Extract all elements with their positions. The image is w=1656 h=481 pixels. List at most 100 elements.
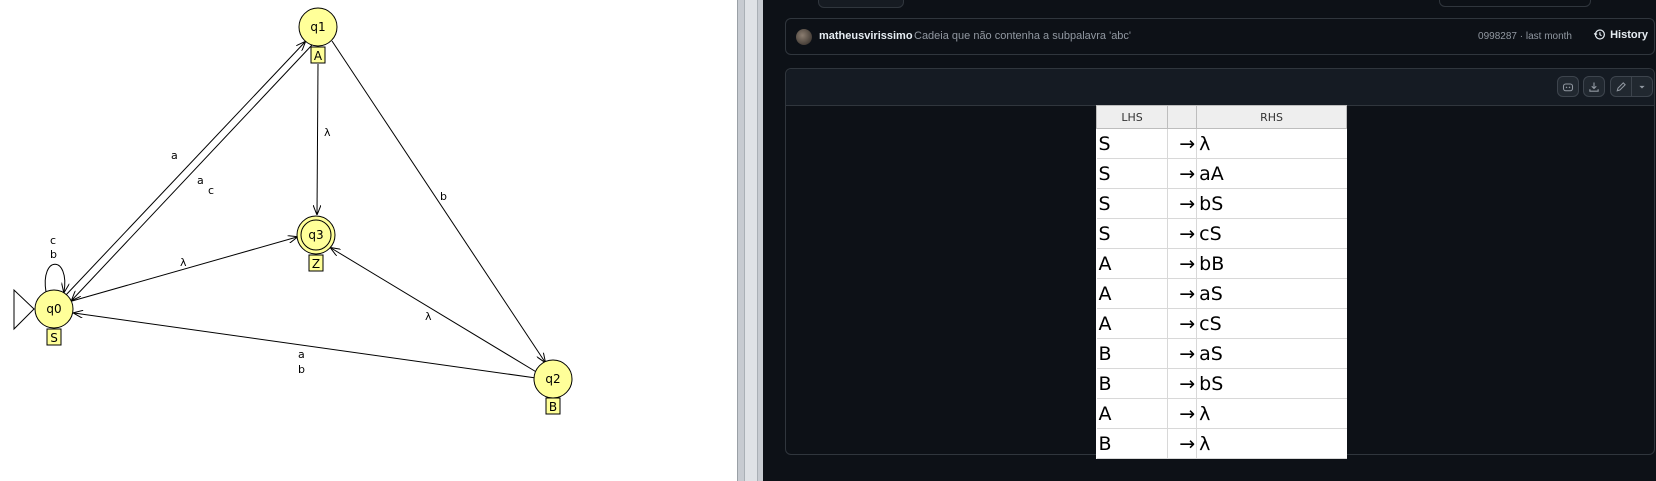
grammar-row: S→aA	[1096, 158, 1347, 189]
label-q2-q0-a: a	[298, 348, 305, 361]
state-q1-name: q1	[310, 20, 325, 34]
arrow-cell: →	[1167, 128, 1198, 159]
state-q0-tag: S	[50, 331, 58, 345]
edge-q0-q1	[64, 42, 305, 297]
rhs-cell: bS	[1196, 188, 1347, 219]
label-q2-q3: λ	[425, 310, 432, 323]
lhs-header: LHS	[1095, 105, 1169, 129]
lhs-cell: S	[1096, 188, 1169, 219]
arrow-cell: →	[1167, 278, 1198, 309]
arrow-cell: →	[1167, 218, 1198, 249]
lhs-cell: A	[1096, 398, 1169, 429]
rhs-cell: aA	[1196, 158, 1347, 189]
label-q1-q0-a: a	[197, 174, 204, 187]
triangle-down-icon	[1639, 85, 1645, 88]
automaton-canvas: a a c λ b c b λ λ a b q1 A q3 Z q0	[0, 0, 737, 481]
history-label: History	[1610, 28, 1648, 41]
rhs-header: RHS	[1196, 105, 1347, 129]
grammar-row: B→λ	[1096, 428, 1347, 459]
label-q2-q0-b: b	[298, 363, 305, 376]
file-toolbar	[786, 69, 1654, 106]
edge-q2-q0	[74, 313, 537, 379]
arrow-cell: →	[1167, 188, 1198, 219]
state-q3[interactable]: q3 Z	[296, 215, 336, 272]
arrow-header	[1167, 105, 1198, 129]
lhs-cell: A	[1096, 278, 1169, 309]
grammar-row: B→aS	[1096, 338, 1347, 369]
arrow-cell: →	[1167, 398, 1198, 429]
arrow-cell: →	[1167, 158, 1198, 189]
grammar-table: LHS RHS S→λ S→aA S→bS S→cS A→bB A→aS A→c…	[1095, 105, 1347, 459]
top-search-input[interactable]	[1439, 0, 1591, 7]
arrow-cell: →	[1167, 428, 1198, 459]
lhs-cell: B	[1096, 338, 1169, 369]
download-button[interactable]	[1583, 76, 1605, 97]
rhs-cell: cS	[1196, 218, 1347, 249]
arrow-cell: →	[1167, 308, 1198, 339]
grammar-row: A→λ	[1096, 398, 1347, 429]
rhs-cell: aS	[1196, 278, 1347, 309]
state-q2-name: q2	[545, 372, 560, 386]
lhs-cell: S	[1096, 128, 1169, 159]
state-q2-tag: B	[549, 400, 557, 414]
download-icon	[1589, 82, 1599, 92]
lhs-cell: A	[1096, 308, 1169, 339]
state-q2[interactable]: q2 B	[533, 359, 573, 415]
history-icon	[1593, 29, 1606, 40]
rhs-cell: λ	[1196, 398, 1347, 429]
lhs-cell: B	[1096, 368, 1169, 399]
copilot-button[interactable]	[1557, 76, 1579, 97]
commit-author[interactable]: matheusvirissimo	[819, 30, 913, 42]
label-q1-q0-c: c	[208, 184, 214, 197]
lhs-cell: S	[1096, 218, 1169, 249]
top-button[interactable]	[818, 0, 904, 8]
grammar-row: S→cS	[1096, 218, 1347, 249]
label-q1-q3: λ	[324, 126, 331, 139]
rhs-cell: λ	[1196, 428, 1347, 459]
rhs-cell: cS	[1196, 308, 1347, 339]
grammar-row: S→bS	[1096, 188, 1347, 219]
pane-splitter[interactable]	[737, 0, 764, 481]
history-button[interactable]: History	[1593, 28, 1648, 41]
github-file-view: matheusvirissimo Cadeia que não contenha…	[763, 0, 1656, 481]
commit-meta[interactable]: 0998287 · last month	[1478, 31, 1572, 42]
lhs-cell: A	[1096, 248, 1169, 279]
edge-q0-loop	[44, 263, 65, 292]
lhs-cell: B	[1096, 428, 1169, 459]
label-q0-loop-b: b	[50, 248, 57, 261]
grammar-row: B→bS	[1096, 368, 1347, 399]
rhs-cell: bB	[1196, 248, 1347, 279]
edit-button[interactable]	[1611, 77, 1631, 96]
edge-q1-q2	[331, 40, 545, 362]
state-q1[interactable]: q1 A	[298, 7, 338, 64]
state-q1-tag: A	[314, 49, 323, 63]
edge-q1-q3	[317, 63, 318, 214]
grammar-row: A→bB	[1096, 248, 1347, 279]
avatar[interactable]	[796, 29, 812, 45]
edge-q1-q0	[72, 44, 313, 300]
rhs-cell: λ	[1196, 128, 1347, 159]
lhs-cell: S	[1096, 158, 1169, 189]
label-q0-loop-c: c	[50, 234, 56, 247]
state-q0[interactable]: q0 S	[34, 289, 74, 346]
arrow-cell: →	[1167, 338, 1198, 369]
copilot-icon	[1562, 82, 1574, 91]
label-q0-q3: λ	[180, 256, 187, 269]
commit-message[interactable]: Cadeia que não contenha a subpalavra 'ab…	[914, 30, 1132, 42]
splitter-track	[744, 0, 758, 481]
latest-commit-bar: matheusvirissimo Cadeia que não contenha…	[785, 18, 1655, 55]
file-viewer: LHS RHS S→λ S→aA S→bS S→cS A→bB A→aS A→c…	[785, 68, 1655, 459]
arrow-cell: →	[1167, 248, 1198, 279]
edge-q0-q3	[71, 237, 297, 302]
label-q1-q2: b	[440, 190, 447, 203]
pencil-icon	[1616, 81, 1626, 92]
rhs-cell: bS	[1196, 368, 1347, 399]
grammar-row: A→aS	[1096, 278, 1347, 309]
rhs-cell: aS	[1196, 338, 1347, 369]
edit-button-group	[1610, 76, 1653, 97]
automaton-diagram: a a c λ b c b λ λ a b q1 A q3 Z q0	[13, 7, 573, 415]
edit-dropdown-button[interactable]	[1631, 77, 1652, 96]
arrow-cell: →	[1167, 368, 1198, 399]
state-q3-tag: Z	[312, 257, 320, 271]
edge-q2-q3	[331, 248, 539, 374]
